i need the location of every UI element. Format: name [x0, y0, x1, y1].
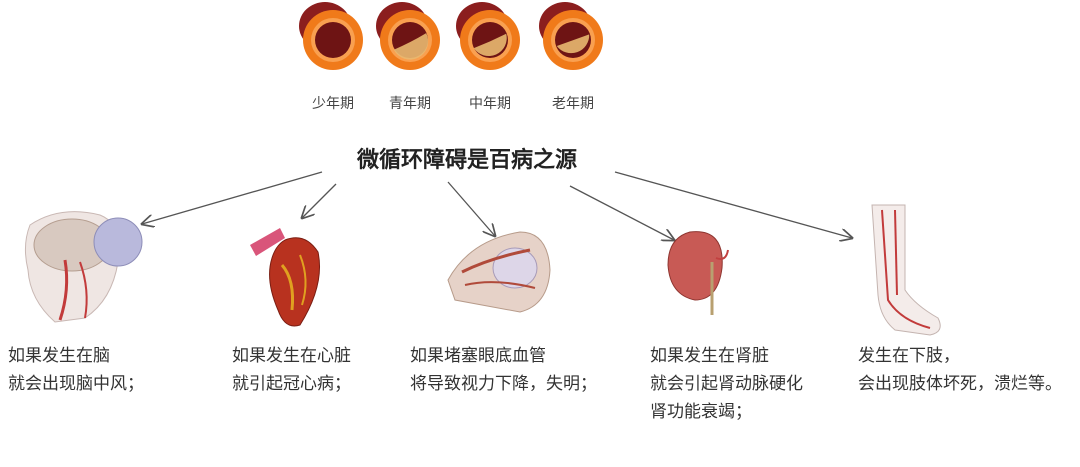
brain-description: 如果发生在脑就会出现脑中风； [8, 342, 144, 398]
arrow-to-leg [614, 171, 852, 238]
heart-description: 如果发生在心脏就引起冠心病； [232, 342, 351, 398]
kidney-illustration [667, 231, 729, 315]
vessel-cross-section [299, 2, 363, 70]
stage-label: 中年期 [469, 96, 511, 112]
arrow-to-brain [142, 171, 323, 224]
description-line: 如果发生在脑 [8, 346, 110, 366]
diagram-title: 微循环障碍是百病之源 [356, 148, 578, 173]
description-line: 如果发生在肾脏 [650, 346, 769, 366]
brain-illustration [24, 211, 143, 323]
arrow-to-heart [302, 183, 337, 218]
description-line: 就引起冠心病； [232, 374, 351, 394]
stage-label: 少年期 [312, 96, 354, 112]
arrow-to-kidney [569, 185, 674, 240]
eye-description: 如果堵塞眼底血管将导致视力下降，失明； [410, 342, 597, 398]
vessel-cross-section [376, 2, 440, 70]
description-line: 发生在下肢， [858, 346, 960, 366]
stage-label: 老年期 [552, 96, 594, 112]
description-line: 会出现肢体坏死，溃烂等。 [858, 374, 1062, 394]
leg-description: 发生在下肢， 会出现肢体坏死，溃烂等。 [858, 342, 1062, 398]
description-line: 肾功能衰竭； [650, 402, 752, 422]
stage-label: 青年期 [389, 96, 431, 112]
kidney-description: 如果发生在肾脏就会引起肾动脉硬化肾功能衰竭； [650, 342, 803, 426]
vessel-cross-section [539, 2, 603, 70]
description-line: 就会出现脑中风； [8, 374, 144, 394]
arrow-to-eye [447, 181, 495, 236]
leg-illustration [871, 204, 941, 336]
eye-illustration [447, 231, 551, 313]
description-line: 如果发生在心脏 [232, 346, 351, 366]
description-line: 如果堵塞眼底血管 [410, 346, 546, 366]
vessel-cross-section [456, 2, 520, 70]
heart-illustration [250, 228, 321, 327]
description-line: 将导致视力下降，失明； [410, 374, 597, 394]
description-line: 就会引起肾动脉硬化 [650, 374, 803, 394]
